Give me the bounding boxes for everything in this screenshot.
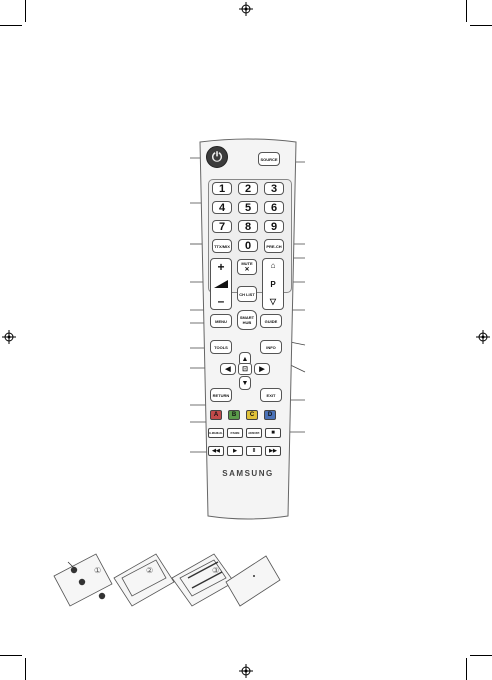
stop-icon: ■ [271, 430, 275, 436]
number-button-7[interactable]: 7 [212, 220, 232, 233]
tools-label: TOOLS [214, 344, 228, 350]
crop-mark [25, 0, 26, 22]
info-label: INFO [266, 344, 276, 350]
menu-label: MENU [215, 318, 227, 324]
guide-label: GUIDE [264, 318, 278, 324]
arrow-left-icon: ◀ [225, 366, 231, 373]
battery-step-marker: ③ [212, 566, 220, 575]
return-button[interactable]: RETURN [210, 388, 232, 402]
enter-icon: ⊡ [242, 366, 248, 373]
battery-step-marker: ① [94, 566, 102, 575]
channel-up-icon: ⌂ [270, 261, 276, 270]
color-button-d[interactable]: D [264, 410, 276, 420]
volume-up-label: + [217, 260, 225, 274]
pause-button[interactable]: II [246, 446, 262, 456]
crop-mark [470, 25, 492, 26]
registration-mark-icon [239, 2, 253, 16]
color-button-c[interactable]: C [246, 410, 258, 420]
rewind-icon: ◀◀ [212, 448, 220, 454]
battery-step-2 [113, 553, 175, 607]
dpad-left-button[interactable]: ◀ [220, 363, 236, 375]
registration-mark-icon [476, 330, 490, 344]
p-size-button[interactable]: P.SIZE [227, 428, 243, 438]
power-button[interactable]: ⏻ [206, 146, 228, 168]
mute-button[interactable]: MUTE✕ [237, 259, 257, 275]
mute-icon: ✕ [244, 267, 250, 273]
crop-mark [466, 658, 467, 680]
return-label: RETURN [212, 392, 230, 398]
battery-step-1 [53, 553, 113, 607]
menu-button[interactable]: MENU [210, 314, 232, 328]
fast-forward-button[interactable]: ▶▶ [265, 446, 281, 456]
tools-button[interactable]: TOOLS [210, 340, 232, 354]
number-button-8[interactable]: 8 [238, 220, 258, 233]
rewind-button[interactable]: ◀◀ [208, 446, 224, 456]
channel-rocker[interactable]: ⌂ P ▽ [262, 258, 284, 310]
stop-button[interactable]: ■ [265, 428, 281, 438]
registration-mark-icon [239, 664, 253, 678]
number-button-6[interactable]: 6 [264, 201, 284, 214]
play-button[interactable]: ▶ [227, 446, 243, 456]
e-manual-button[interactable]: E-MANUAL [208, 428, 224, 438]
source-label: SOURCE [260, 156, 278, 162]
color-button-a[interactable]: A [210, 410, 222, 420]
brand-logo: SAMSUNG [222, 469, 274, 478]
crop-mark [25, 658, 26, 680]
ad-subt-button[interactable]: AD/SUBT. [246, 428, 262, 438]
pre-ch-label: PRE-CH [266, 243, 282, 249]
ad-subt-label: AD/SUBT. [248, 431, 260, 435]
crop-mark [0, 655, 22, 656]
registration-mark-icon [2, 330, 16, 344]
fast-forward-icon: ▶▶ [269, 448, 277, 454]
number-button-4[interactable]: 4 [212, 201, 232, 214]
crop-mark [466, 0, 467, 22]
number-button-9[interactable]: 9 [264, 220, 284, 233]
chlist-button[interactable]: CH LIST [237, 286, 257, 302]
volume-wedge-icon [214, 280, 228, 288]
ttx-mix-label: TTX/MIX [214, 243, 230, 249]
info-button[interactable]: INFO [260, 340, 282, 354]
number-button-1[interactable]: 1 [212, 182, 232, 195]
exit-label: EXIT [266, 392, 276, 398]
battery-step-3 [171, 553, 235, 607]
channel-label: P [270, 279, 276, 289]
volume-down-label: – [217, 294, 225, 308]
battery-step-marker: ② [146, 566, 154, 575]
smart-hub-button[interactable]: SMART HUB [237, 310, 257, 330]
number-button-5[interactable]: 5 [238, 201, 258, 214]
crop-mark [470, 655, 492, 656]
dpad-enter-button[interactable]: ⊡ [238, 363, 252, 375]
volume-rocker[interactable]: + – [210, 258, 232, 310]
arrow-right-icon: ▶ [259, 366, 265, 373]
number-button-0[interactable]: 0 [238, 239, 258, 252]
color-button-b[interactable]: B [228, 410, 240, 420]
play-icon: ▶ [233, 448, 237, 454]
mute-label: MUTE [241, 261, 253, 266]
pre-ch-button[interactable]: PRE-CH [264, 239, 284, 253]
arrow-down-icon: ▼ [241, 379, 249, 387]
smart-hub-label: SMART HUB [239, 315, 255, 325]
battery-step-4 [225, 555, 281, 607]
ttx-mix-button[interactable]: TTX/MIX [212, 239, 232, 253]
guide-button[interactable]: GUIDE [260, 314, 282, 328]
arrow-up-icon: ▲ [241, 355, 249, 363]
remote-control: ⏻ SOURCE 1 2 3 4 5 6 7 8 9 TTX/MIX 0 PRE… [196, 138, 300, 520]
dpad-right-button[interactable]: ▶ [254, 363, 270, 375]
source-button[interactable]: SOURCE [258, 152, 280, 166]
channel-down-icon: ▽ [269, 297, 277, 306]
crop-mark [0, 25, 22, 26]
pause-icon: II [252, 448, 256, 454]
chlist-label: CH LIST [239, 291, 255, 297]
p-size-label: P.SIZE [230, 430, 240, 435]
exit-button[interactable]: EXIT [260, 388, 282, 402]
dpad-down-button[interactable]: ▼ [239, 376, 251, 390]
e-manual-label: E-MANUAL [209, 431, 223, 435]
battery-installation-illustration [53, 553, 281, 607]
number-button-2[interactable]: 2 [238, 182, 258, 195]
number-button-3[interactable]: 3 [264, 182, 284, 195]
